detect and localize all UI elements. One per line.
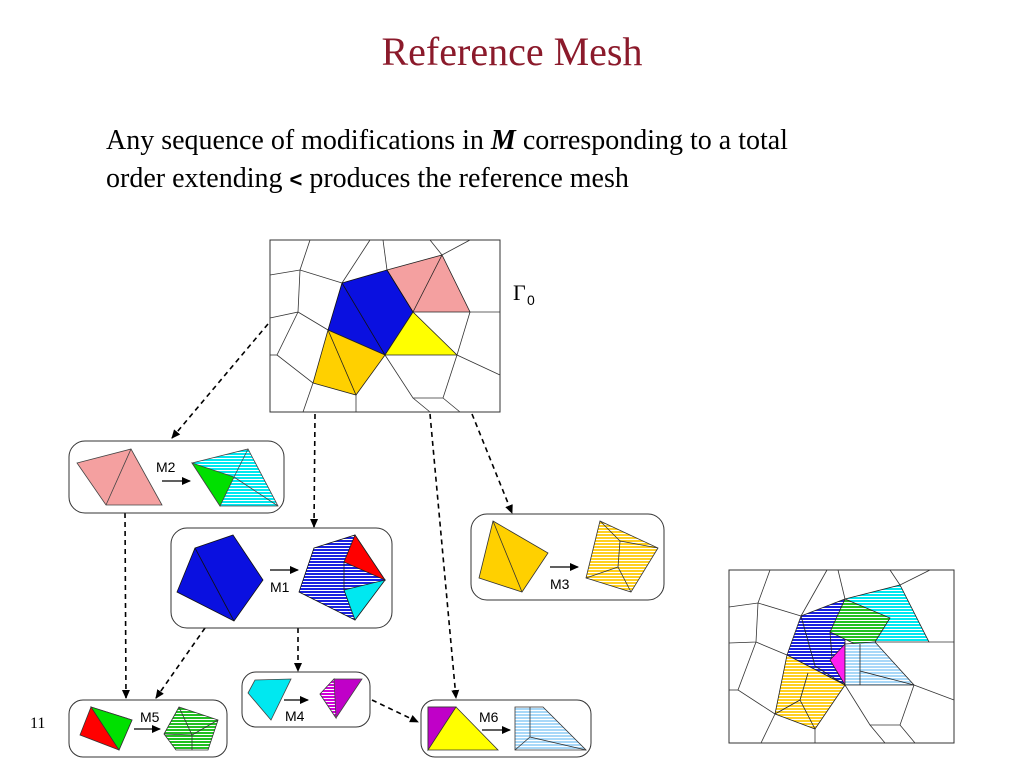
page-number: 11 [30, 715, 46, 732]
m2-label: M2 [156, 459, 176, 475]
m3-label: M3 [550, 576, 570, 592]
modification-m4: M4 [241, 671, 371, 728]
modification-m2: M2 [68, 440, 285, 514]
text-fragment: Any sequence of modifications in [106, 125, 491, 156]
text-fragment: order extending [106, 163, 290, 194]
m6-label: M6 [479, 709, 499, 725]
modification-set-symbol: M [490, 125, 516, 156]
text-fragment: produces the reference mesh [302, 163, 629, 194]
arrow-m1-m5 [155, 627, 206, 699]
arrow-m4-m6 [371, 699, 419, 723]
reference-mesh [728, 569, 955, 744]
initial-mesh: Γ 0 [269, 239, 535, 413]
m5-label: M5 [140, 709, 160, 725]
gamma-label: Γ [513, 280, 526, 305]
body-line-2: order extending < produces the reference… [106, 160, 986, 199]
m4-label: M4 [285, 708, 305, 724]
slide-body-text: Any sequence of modifications in M corre… [106, 122, 986, 199]
modification-m5: M5 [68, 699, 228, 758]
modification-m3: M3 [470, 513, 665, 601]
gamma-subscript: 0 [527, 292, 535, 308]
yellow-region [384, 311, 458, 356]
modification-m1: M1 [170, 527, 393, 629]
arrow-g0-m3 [471, 413, 513, 514]
arrow-g0-m2 [171, 323, 269, 439]
text-fragment: corresponding to a total [515, 125, 788, 156]
arrow-g0-m1 [310, 413, 319, 528]
arrow-m2-m5 [121, 512, 130, 699]
arrow-g0-m6 [429, 413, 460, 699]
dependency-arrows [121, 323, 513, 723]
body-line-1: Any sequence of modifications in M corre… [106, 122, 986, 160]
order-symbol: < [289, 167, 303, 192]
slide-title: Reference Mesh [381, 29, 643, 74]
m1-label: M1 [270, 579, 290, 595]
modification-m6: M6 [420, 699, 592, 758]
